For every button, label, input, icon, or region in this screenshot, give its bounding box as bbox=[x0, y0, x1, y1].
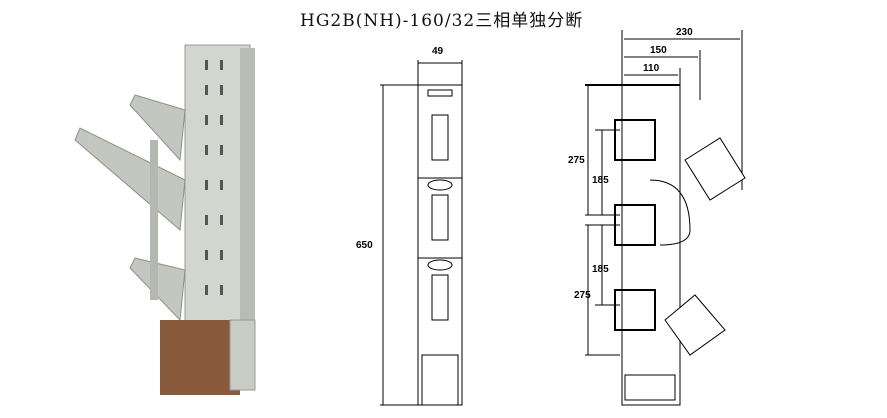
pitch-dim-185-top: 185 bbox=[592, 175, 609, 186]
pitch-dim-275-bottom: 275 bbox=[574, 290, 591, 301]
front-width-dim: 49 bbox=[432, 46, 444, 57]
pitch-dim-275-top: 275 bbox=[568, 155, 585, 166]
pitch-dim-185-bottom: 185 bbox=[592, 264, 609, 275]
front-height-dim: 650 bbox=[356, 240, 373, 251]
depth-dim-150: 150 bbox=[650, 45, 667, 56]
front-view-drawing bbox=[380, 60, 463, 406]
side-view-drawing bbox=[585, 30, 746, 406]
product-photo bbox=[74, 44, 256, 395]
page-title: HG2B(NH)-160/32三相单独分断 bbox=[300, 11, 584, 31]
depth-dim-230: 230 bbox=[676, 27, 693, 38]
depth-dim-110: 110 bbox=[643, 63, 660, 74]
